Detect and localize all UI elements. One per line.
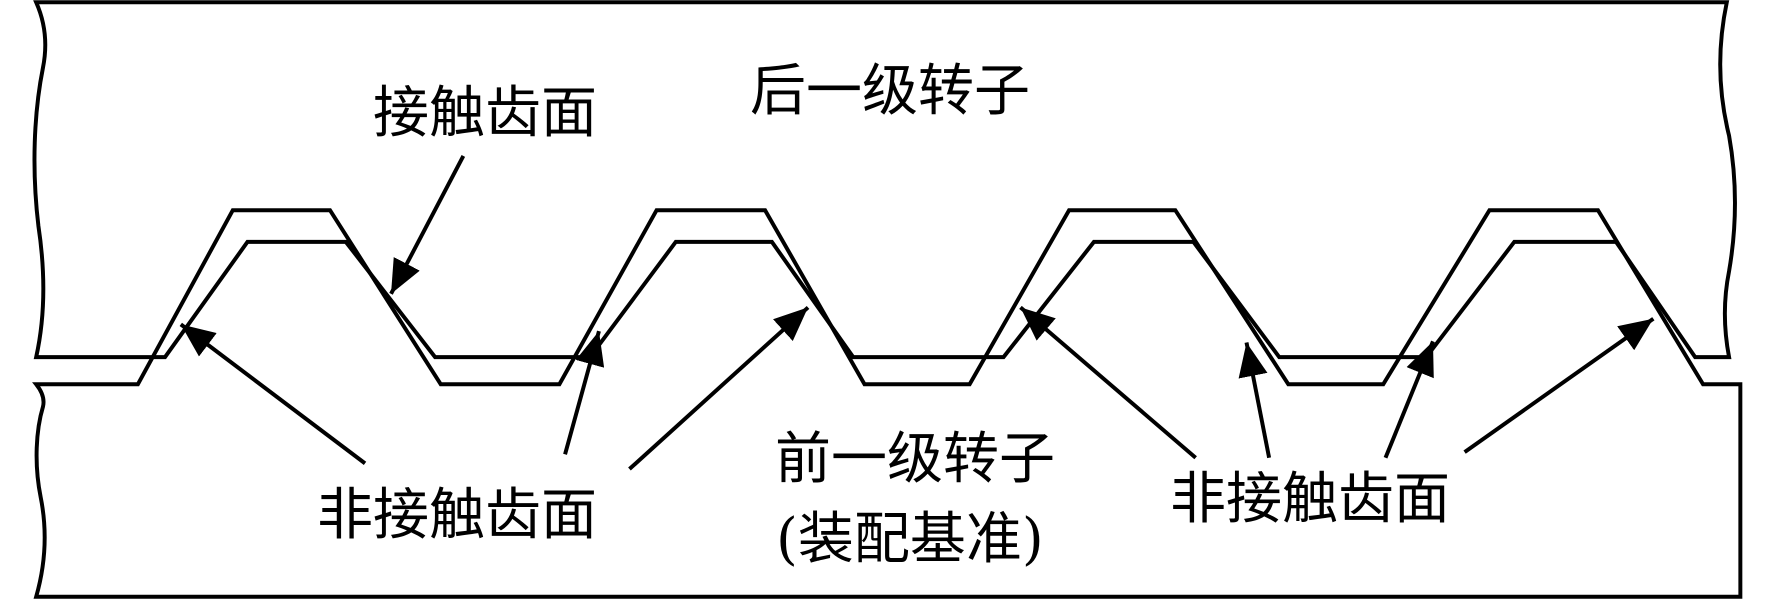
lower-rotor-label: 前一级转子 xyxy=(775,427,1055,492)
non-contact-arrow-7 xyxy=(1463,317,1655,454)
non-contact-arrow-5 xyxy=(1238,342,1272,459)
lower-rotor-outline xyxy=(32,208,1743,599)
non-contact-face-label-left: 非接触齿面 xyxy=(317,483,597,548)
upper-rotor-outline xyxy=(32,0,1737,360)
non-contact-arrow-3 xyxy=(628,305,810,471)
contact-face-label: 接触齿面 xyxy=(373,81,597,146)
non-contact-arrow-6 xyxy=(1383,340,1435,459)
non-contact-arrow-4 xyxy=(1019,305,1197,460)
lower-rotor-note: (装配基准) xyxy=(776,507,1044,572)
non-contact-arrow-2 xyxy=(563,330,605,455)
non-contact-face-label-right: 非接触齿面 xyxy=(1170,467,1450,532)
upper-rotor-label: 后一级转子 xyxy=(750,59,1030,124)
non-contact-arrow-1 xyxy=(179,322,367,465)
contact-face-arrow xyxy=(389,155,466,295)
